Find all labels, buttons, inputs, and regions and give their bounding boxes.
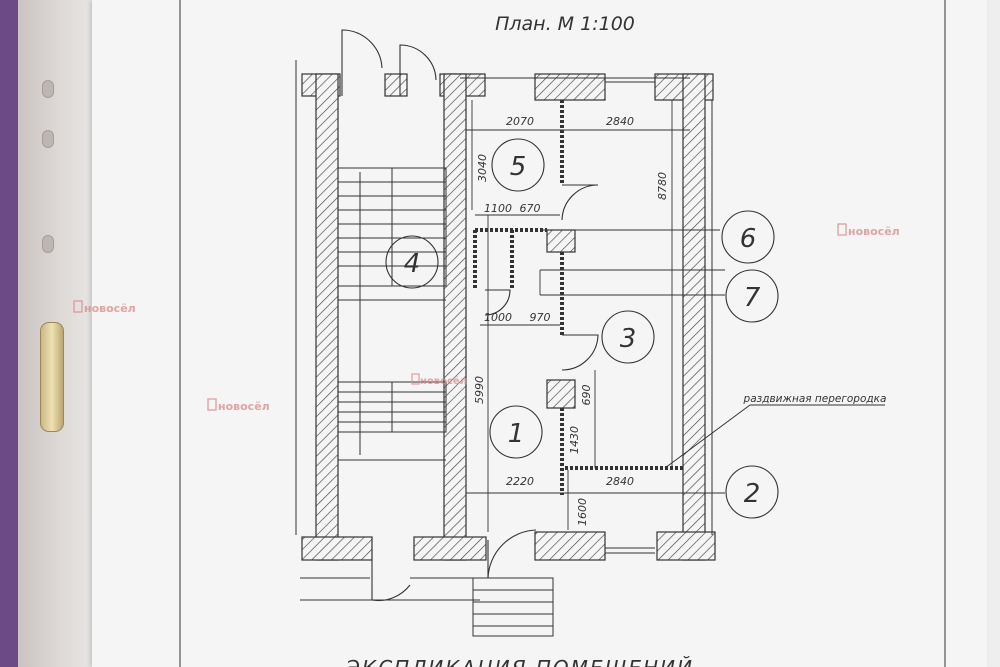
staircase: [337, 167, 447, 461]
room-number-1: 1: [508, 419, 525, 449]
binder-clip: [40, 322, 64, 432]
watermark-text: новосёл: [420, 375, 467, 387]
dim-1100: 1100: [484, 202, 512, 215]
room-number-labels: 5 4 3 1 6 7 2: [404, 152, 761, 509]
dim-2840-top: 2840: [606, 115, 634, 128]
binder-hole: [42, 130, 54, 148]
dim-690: 690: [580, 385, 593, 406]
sliding-partition-note: раздвижная перегородка: [743, 393, 887, 405]
dimension-labels: 2070 2840 3040 8780 1100 670 1000 970 59…: [473, 115, 669, 526]
walls: [301, 73, 716, 561]
doors: [341, 29, 599, 602]
dim-5990: 5990: [473, 376, 486, 404]
watermark-text: новосёл: [848, 225, 900, 238]
dimension-lines: [466, 100, 725, 532]
dim-670: 670: [520, 202, 541, 215]
outline-lines: [295, 60, 713, 601]
dim-1600: 1600: [576, 498, 589, 526]
room-circles: [385, 138, 779, 519]
room-number-5: 5: [510, 152, 527, 182]
room-number-2: 2: [744, 479, 761, 509]
dim-1000: 1000: [484, 311, 512, 324]
dim-1430: 1430: [568, 426, 581, 454]
dim-8780: 8780: [656, 172, 669, 200]
dim-2220: 2220: [506, 475, 534, 488]
dim-3040: 3040: [476, 154, 489, 182]
dim-2070: 2070: [506, 115, 534, 128]
binder-hole: [42, 80, 54, 98]
watermark-logo: новосёл новосёл новосёл новосёл: [73, 223, 900, 413]
room-number-6: 6: [740, 224, 757, 254]
explication-heading: ЭКСПЛИКАЦИЯ ПОМЕЩЕНИЙ: [345, 656, 694, 667]
room-number-4: 4: [404, 249, 421, 279]
watermark-text: новосёл: [84, 302, 136, 315]
entrance-steps: [472, 577, 554, 637]
room-number-7: 7: [744, 283, 761, 313]
plan-title: План. М 1:100: [495, 13, 635, 35]
watermark-text: новосёл: [218, 400, 270, 413]
dim-970: 970: [530, 311, 551, 324]
room-number-3: 3: [620, 324, 637, 354]
binder-hole: [42, 235, 54, 253]
dim-2840-bottom: 2840: [606, 475, 634, 488]
annotation-leader: [664, 404, 885, 469]
